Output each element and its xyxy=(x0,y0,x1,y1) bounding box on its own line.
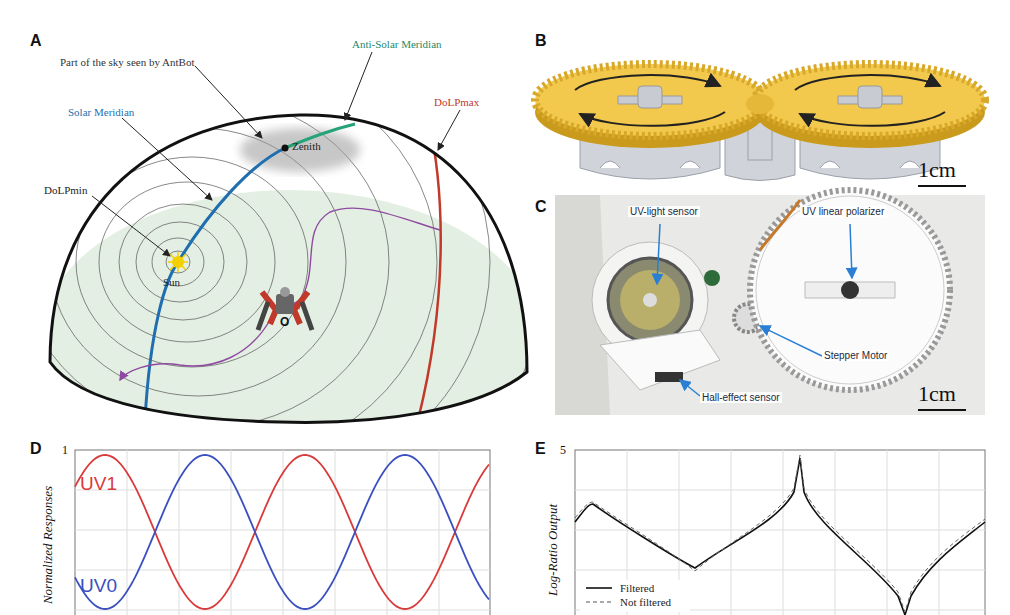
panel-letter: B xyxy=(535,32,547,50)
annotation: Solar Meridian xyxy=(68,106,134,118)
legend-text: Filtered xyxy=(620,582,654,594)
antbot-robot xyxy=(258,287,312,330)
panel-letter: C xyxy=(535,198,547,216)
signal-name: UV0 xyxy=(80,576,117,597)
gear-assembly xyxy=(535,64,985,186)
annotation: Zenith xyxy=(292,140,321,152)
panel-letter: E xyxy=(535,440,546,458)
legend-entry: Not filtered xyxy=(584,596,671,608)
annotation: DoLPmin xyxy=(44,184,87,196)
signal-name: UV1 xyxy=(80,474,117,495)
panel-letter: D xyxy=(30,440,42,458)
panel-letter: A xyxy=(30,32,42,50)
annotation: Part of the sky seen by AntBot xyxy=(60,56,194,68)
axis-tick: 1 xyxy=(62,444,68,457)
axis-title: Log-Ratio Output xyxy=(546,504,560,596)
annotation: DoLPmax xyxy=(434,96,479,108)
legend-line-sample xyxy=(584,598,614,606)
part-label: UV linear polarizer xyxy=(800,206,886,217)
legend-entry: Filtered xyxy=(584,582,654,594)
scale-bar-label: 1cm xyxy=(918,382,956,406)
response-plot xyxy=(75,450,490,615)
annotation: Anti-Solar Meridian xyxy=(352,38,442,50)
origin-label: O xyxy=(280,316,289,329)
sensor-photo xyxy=(555,190,985,415)
annotation: Sun xyxy=(163,276,180,288)
axis-tick: 5 xyxy=(560,444,566,457)
scale-bar-label: 1cm xyxy=(918,158,956,182)
part-label: Hall-effect sensor xyxy=(700,392,782,403)
part-label: UV-light sensor xyxy=(628,206,700,217)
part-label: Stepper Motor xyxy=(822,350,889,361)
log-ratio-plot xyxy=(575,450,985,615)
legend-text: Not filtered xyxy=(620,596,671,608)
legend-line-sample xyxy=(584,584,614,592)
axis-title: Normalized Responses xyxy=(41,486,55,604)
